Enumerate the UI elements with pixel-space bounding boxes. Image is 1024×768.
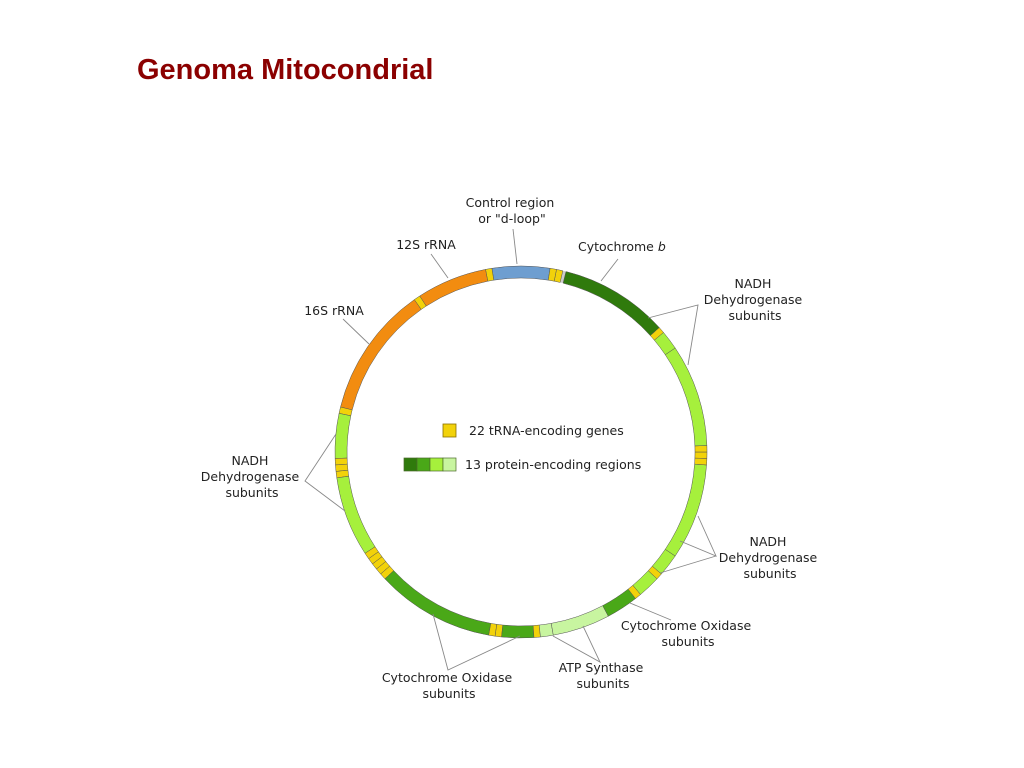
leader-control <box>512 228 518 265</box>
segment-trna-n <box>372 556 387 570</box>
segment-trna-l2 <box>694 445 708 453</box>
segment-trna-m <box>335 469 349 479</box>
leader-16s <box>342 318 370 345</box>
segment-cox2 <box>501 624 535 639</box>
segment-trna-d <box>494 624 504 638</box>
legend-swatch-cox <box>416 457 431 472</box>
leader-cox-bottom <box>432 613 521 671</box>
segment-cox1 <box>384 570 492 636</box>
segment-trna-f <box>485 268 495 282</box>
segment-trna-l <box>338 406 353 417</box>
segment-nd5 <box>664 347 708 447</box>
segment-nd4 <box>664 463 707 557</box>
legend-protein-label: 13 protein-encoding regions <box>465 457 641 472</box>
genome-ring <box>334 265 708 639</box>
segment-trna-t <box>553 269 564 283</box>
segment-trna-e <box>649 327 664 341</box>
leader-lines <box>304 228 717 671</box>
segment-trna-r <box>647 565 662 580</box>
leader-12s <box>430 253 449 279</box>
label-12s-rrna: 12S rRNA <box>396 237 456 252</box>
segment-trna-v <box>413 295 427 310</box>
segment-nd2 <box>336 475 376 554</box>
slide-title: Genoma Mitocondrial <box>137 54 434 86</box>
segment-trna-p <box>547 268 557 282</box>
segment-trna-g <box>627 584 641 599</box>
segment-trna-q <box>335 463 349 472</box>
segment-trna-c <box>376 561 391 575</box>
label-16s-rrna: 16S rRNA <box>304 303 364 318</box>
segment-trna-s <box>488 623 498 637</box>
legend: 22 tRNA-encoding genes 13 protein-encodi… <box>403 423 641 472</box>
segment-nd1 <box>334 413 352 459</box>
label-cox-right: Cytochrome Oxidase subunits <box>621 618 755 649</box>
legend-swatch-cyt-b <box>403 457 418 472</box>
legend-trna-swatch <box>442 423 457 438</box>
label-nadh-left: NADH Dehydrogenase subunits <box>201 453 303 500</box>
label-cox-bottom: Cytochrome Oxidase subunits <box>382 670 516 701</box>
label-cytochrome-b: Cytochrome b <box>578 239 666 254</box>
segment-trna-y <box>380 565 395 580</box>
leader-atp <box>552 625 602 664</box>
segment-trna-i <box>334 457 348 466</box>
label-atp-synthase: ATP Synthase subunits <box>559 660 648 691</box>
segment-cyt-b <box>562 271 660 336</box>
segment-trna-h <box>694 457 708 466</box>
segment-rrna-12s <box>419 269 489 307</box>
leader-cox-right <box>629 602 672 621</box>
segment-rrna-16s <box>340 299 422 411</box>
segment-atp8 <box>538 623 554 638</box>
segment-atp6 <box>550 605 609 636</box>
label-nadh-right: NADH Dehydrogenase subunits <box>719 534 821 581</box>
segment-trna-w <box>364 546 379 560</box>
segment-nd6 <box>653 332 676 356</box>
legend-swatch-nadh <box>429 457 444 472</box>
leader-nadh-right-b <box>659 555 717 574</box>
segment-control-region <box>491 265 551 281</box>
leader-nadh-left <box>304 433 346 512</box>
legend-swatch-atp <box>442 457 457 472</box>
leader-cytb <box>600 258 619 282</box>
label-control-region: Control region or "d-loop" <box>466 195 559 226</box>
segment-nd3 <box>632 570 658 595</box>
legend-protein-swatch <box>403 457 457 472</box>
segment-nd4l <box>651 548 676 575</box>
segment-trna-k <box>532 624 541 638</box>
segment-trna-s2 <box>694 451 708 459</box>
label-nadh-top: NADH Dehydrogenase subunits <box>704 276 806 323</box>
segment-trna-a <box>368 551 383 565</box>
leader-nadh-top <box>647 304 699 366</box>
legend-trna-label: 22 tRNA-encoding genes <box>469 423 624 438</box>
segment-cox3 <box>602 588 636 617</box>
